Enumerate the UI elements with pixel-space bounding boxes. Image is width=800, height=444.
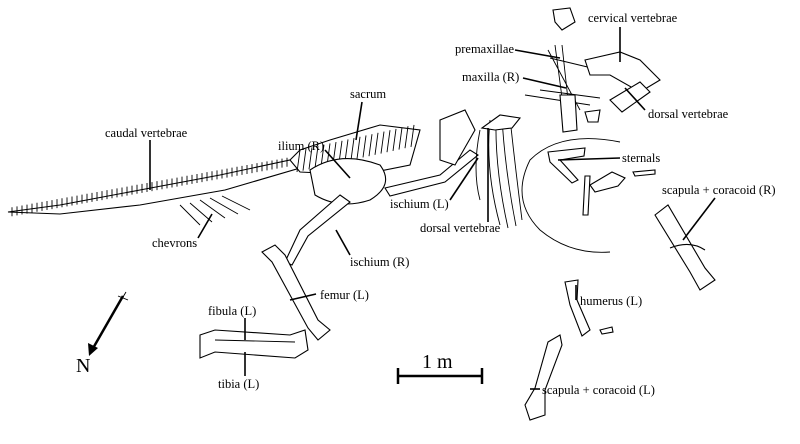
humerus-l-drawing [564,279,591,337]
label-cervical-vertebrae: cervical vertebrae [588,11,678,25]
skull-drawing [524,7,661,133]
scapula-coracoid-l-drawing [524,334,563,421]
neural-spine-mark [392,128,397,151]
neural-spine-mark [362,135,367,158]
small-bone-drawing [599,326,614,335]
neural-spine-mark [344,139,349,162]
neural-spine-mark [302,148,307,171]
label-ischium-l: ischium (L) [390,197,449,211]
rib-drawing [521,138,621,253]
label-ilium-r: ilium (R) [278,139,324,153]
tibia-l-drawing [199,329,309,359]
label-chevrons: chevrons [152,236,197,250]
label-femur-l: femur (L) [320,288,369,302]
label-caudal-vertebrae: caudal vertebrae [105,126,188,140]
label-ischium-r: ischium (R) [350,255,409,269]
neural-spine-mark [374,132,379,155]
pubis-drawing [439,109,476,166]
dorsal-ribs-drawing [475,114,523,229]
label-sacrum: sacrum [350,87,386,101]
label-tibia-l: tibia (L) [218,377,259,391]
north-arrow-icon: N [76,291,129,377]
label-premaxillae: premaxillae [455,42,514,56]
neural-spine-mark [314,145,319,169]
neural-spine-mark [398,127,403,150]
chevrons-drawing [179,195,251,226]
femur-l-drawing [261,244,331,341]
scale-bar-label: 1 m [422,351,453,373]
scapula-coracoid-r-drawing [654,204,716,291]
neural-spine-mark [356,136,361,159]
neural-spine-mark [350,138,355,161]
north-label: N [76,355,90,377]
caudal-vertebrae-drawing [7,157,302,217]
neural-spine-mark [320,144,325,167]
label-fibula-l: fibula (L) [208,304,256,318]
neural-spine-mark [380,131,385,154]
scale-bar: 1 m [396,351,484,384]
label-sternals: sternals [622,151,660,165]
ilium-drawing [309,158,387,205]
sternals-drawing [547,147,656,216]
label-maxilla-r: maxilla (R) [462,70,519,84]
neural-spine-mark [386,130,391,153]
fibula-l-drawing [214,339,296,343]
ischium-l-drawing [384,149,479,197]
neural-spine-mark [296,149,301,173]
label-scapula-coracoid-r: scapula + coracoid (R) [662,183,776,197]
neural-spine-mark [410,124,415,147]
neural-spine-mark [308,147,313,170]
neural-spine-mark [404,126,409,149]
label-scapula-coracoid-l: scapula + coracoid (L) [542,383,655,397]
label-dorsal-vertebrae-upper: dorsal vertebrae [648,107,729,121]
label-dorsal-vertebrae-lower: dorsal vertebrae [420,221,501,235]
neural-spine-mark [368,134,373,157]
leader-lines [149,27,716,390]
label-humerus-l: humerus (L) [580,294,642,308]
ischium-r-drawing [284,194,351,266]
